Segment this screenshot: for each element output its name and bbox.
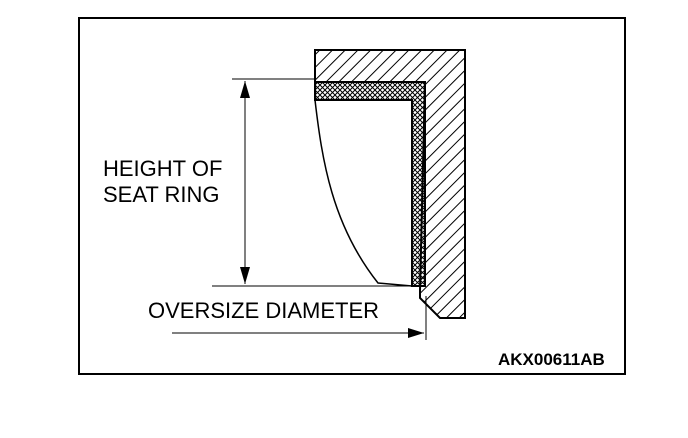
seat-ring: [314, 81, 426, 287]
height-of-seat-ring-label: HEIGHT OF SEAT RING: [103, 156, 222, 208]
height-arrow-bottom: [240, 267, 250, 284]
oversize-diameter-label: OVERSIZE DIAMETER: [148, 298, 380, 323]
height-label-line2: SEAT RING: [103, 182, 220, 207]
diameter-arrow: [408, 328, 424, 338]
figure-code: AKX00611AB: [498, 350, 605, 369]
height-label-line1: HEIGHT OF: [103, 156, 223, 181]
valve-seat-curve: [314, 99, 413, 287]
figure-frame: [78, 17, 626, 375]
height-arrow-top: [240, 81, 250, 98]
